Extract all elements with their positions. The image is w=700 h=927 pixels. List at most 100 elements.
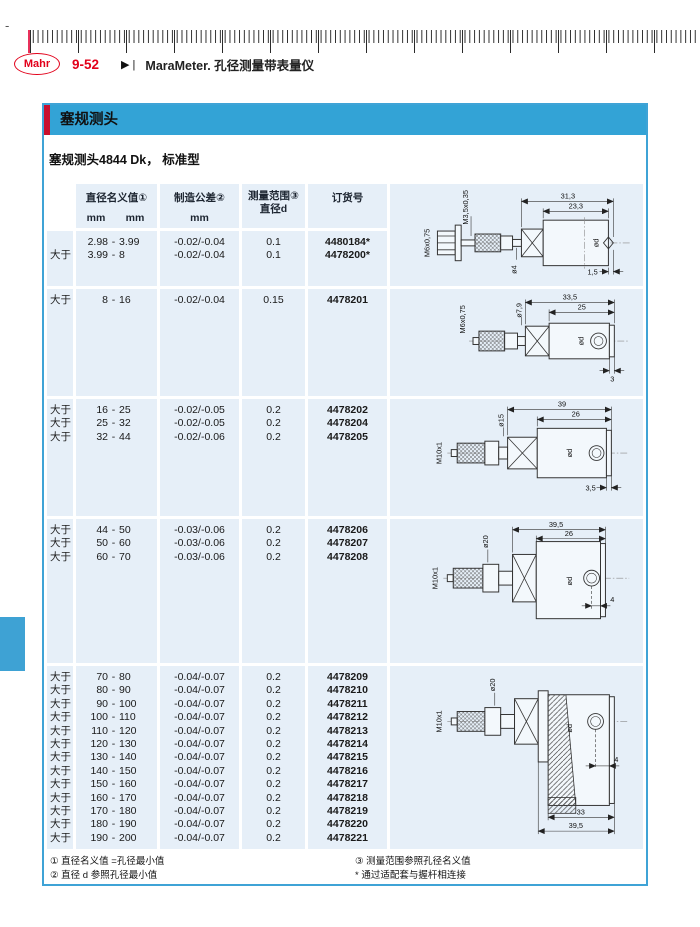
table-row-cell: -0.04/-0.07 xyxy=(174,738,225,751)
table-row-cell: 4478208 xyxy=(327,550,368,563)
body-dia-label: ød xyxy=(565,449,574,458)
table-row-cell: 0.2 xyxy=(266,671,281,683)
dim-label: 39,5 xyxy=(549,520,563,529)
table-col-gt: 大于大于大于大于大于大于大于大于大于大于大于大于大于 xyxy=(47,666,73,849)
dim-label: 1,5 xyxy=(587,268,597,277)
col-header-label: 制造公差② xyxy=(174,192,225,204)
table-row-cell: 0.2 xyxy=(266,711,281,724)
section-title: 塞规测头 xyxy=(60,112,118,128)
table-row-cell: 25-32 xyxy=(96,417,131,430)
table-row-cell: 4478220 xyxy=(327,818,368,831)
table-row-cell: 90-100 xyxy=(96,697,137,710)
table-row-cell: 大于 xyxy=(50,294,71,306)
table-row-cell: 大于 xyxy=(50,537,71,550)
product-subtitle: 塞规测头4844 Dk， 标准型 xyxy=(49,153,200,167)
table-row-cell: -0.04/-0.07 xyxy=(174,764,225,777)
table-row-cell: 0.2 xyxy=(266,818,281,831)
col-header-tolerance: 制造公差② mm xyxy=(160,184,239,228)
chapter-side-tab xyxy=(0,617,25,671)
footnotes-left: ① 直径名义值 =孔径最小值 ② 直径 d 参照孔径最小值 xyxy=(50,855,355,883)
table-row-cell xyxy=(50,236,73,249)
table-row-cell: 4478202 xyxy=(327,404,368,416)
table-row-cell: 大于 xyxy=(50,430,71,443)
table-row-cell: 大于 xyxy=(50,417,71,430)
table-row-cell: 60-70 xyxy=(96,550,131,563)
table-row-cell: -0.02/-0.05 xyxy=(174,404,225,416)
table-row-cell: 4478219 xyxy=(327,805,368,818)
table-row-cell: 0.2 xyxy=(266,778,281,791)
table-row-cell: 0.1 xyxy=(266,236,281,248)
footnotes: ① 直径名义值 =孔径最小值 ② 直径 d 参照孔径最小值 ③ 测量范围参照孔径… xyxy=(44,849,646,883)
table-row-cell: 大于 xyxy=(50,697,71,710)
dim-label: 39 xyxy=(558,400,566,409)
footnote: ① 直径名义值 =孔径最小值 xyxy=(50,856,165,867)
table-row-cell: -0.04/-0.07 xyxy=(174,711,225,724)
table-col-gt: 大于大于大于 xyxy=(47,519,73,663)
table-row-cell: 大于 xyxy=(50,831,71,844)
table-row-cell: 4478206 xyxy=(327,524,368,536)
table-row-cell: 大于 xyxy=(50,524,71,536)
dim-label: 25 xyxy=(578,302,586,311)
print-ruler-red-tick xyxy=(28,30,30,53)
table-row-cell: 0.2 xyxy=(266,764,281,777)
table-row-cell: 0.2 xyxy=(266,550,281,563)
table-row-cell: 大于 xyxy=(50,738,71,751)
table-row-cell: 120-130 xyxy=(90,738,137,751)
table-row-cell: 大于 xyxy=(50,404,71,416)
table-row-cell: 150-160 xyxy=(90,778,137,791)
footnote: ③ 测量范围参照孔径名义值 xyxy=(355,856,471,867)
table-row-cell: 0.2 xyxy=(266,417,281,430)
dia-label: ø15 xyxy=(497,414,506,427)
chapter-marker-icon: ▶ | xyxy=(121,58,136,71)
thread-label: M10x1 xyxy=(430,567,439,589)
table-row-cell: 8-16 xyxy=(102,294,131,306)
table-row-cell: 4478201 xyxy=(327,294,368,306)
table-row-cell: 4478205 xyxy=(327,430,368,443)
col-header-measuring-range: 测量范围③ 直径d xyxy=(242,184,305,228)
table-row-cell: 0.2 xyxy=(266,831,281,844)
thread-label: M10x1 xyxy=(434,442,443,464)
diameter-d-label: 直径d xyxy=(259,203,288,216)
table-col-meas: 0.15 xyxy=(242,289,305,396)
table-row-cell: 190-200 xyxy=(90,831,137,844)
table-row-cell: 4478216 xyxy=(327,764,368,777)
table-row-cell: 大于 xyxy=(50,805,71,818)
table-col-tol: -0.02/-0.05-0.02/-0.05-0.02/-0.06 xyxy=(160,399,239,516)
table-row-cell: 0.2 xyxy=(266,404,281,416)
dim-label: 31,3 xyxy=(561,191,575,200)
red-accent-stripe xyxy=(44,105,50,135)
range-label: 测量范围③ xyxy=(248,190,299,202)
dim-label: 4 xyxy=(610,595,614,604)
table-row-cell: 4478218 xyxy=(327,791,368,804)
table-row-cell: -0.03/-0.06 xyxy=(174,550,225,563)
table-row-cell: 大于 xyxy=(50,778,71,791)
table-row-cell: 大于 xyxy=(50,711,71,724)
table-row-cell: -0.03/-0.06 xyxy=(174,524,225,536)
table-col-order: 4480184*4478200* xyxy=(308,231,387,286)
thread-label: M3,5x0,35 xyxy=(461,190,470,225)
table-row-cell: -0.04/-0.07 xyxy=(174,684,225,697)
table-row-cell: -0.04/-0.07 xyxy=(174,697,225,710)
table-row-cell: 16-25 xyxy=(96,404,131,416)
tech-drawing-5: M10x1 ø20 ød 4 33 39,5 xyxy=(390,666,643,849)
chapter-title: MaraMeter. 孔径测量带表量仪 xyxy=(145,58,315,73)
table-row-cell: 180-190 xyxy=(90,818,137,831)
table-row-cell: 大于 xyxy=(50,724,71,737)
table-row-cell: -0.04/-0.07 xyxy=(174,805,225,818)
table-row-cell: 4478212 xyxy=(327,711,368,724)
table-row-cell: 130-140 xyxy=(90,751,137,764)
dim-label: 39,5 xyxy=(569,821,583,830)
table-row-cell: 3.99-8 xyxy=(87,249,125,262)
table-row-cell: 170-180 xyxy=(90,805,137,818)
table-row-cell: 大于 xyxy=(50,818,71,831)
table-row-cell: 0.2 xyxy=(266,697,281,710)
page-header: Mahr 9-52 ▶ | MaraMeter. 孔径测量带表量仪 xyxy=(14,52,314,76)
table-row-cell: -0.04/-0.07 xyxy=(174,671,225,683)
